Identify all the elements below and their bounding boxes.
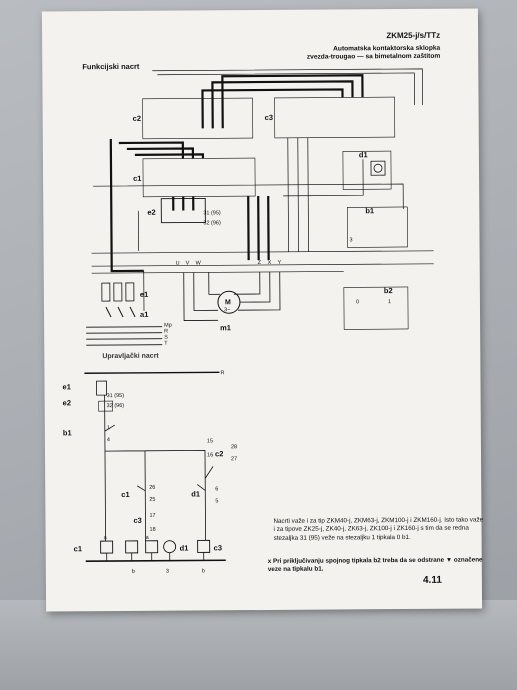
label-T: T <box>164 341 168 347</box>
label-ctrl-d1: d1 <box>191 489 200 498</box>
pushbutton-b1-box <box>346 206 408 248</box>
label-d1: d1 <box>359 150 368 159</box>
label-b2-1: 1 <box>388 299 391 305</box>
label-ctrl-e2: e2 <box>63 398 71 407</box>
fuse-e1-3 <box>125 282 135 302</box>
label-Mp: Mp <box>164 323 172 329</box>
label-term-25: 25 <box>149 497 155 503</box>
page-number: 4.11 <box>422 574 442 586</box>
label-32-96: 32 (96) <box>203 220 221 226</box>
label-term-1: 1 <box>107 425 110 431</box>
label-c1: c1 <box>133 174 141 183</box>
label-m1: m1 <box>220 323 231 332</box>
label-R: R <box>164 329 168 335</box>
label-b1: b1 <box>365 206 374 215</box>
label-term-18: 18 <box>150 527 156 533</box>
label-c2: c2 <box>133 114 141 123</box>
relay-e2-box <box>160 197 206 224</box>
label-term-5: 5 <box>215 498 218 504</box>
label-coil-c1: c1 <box>74 544 82 553</box>
label-X: X <box>268 260 272 266</box>
label-b2: b2 <box>384 286 393 295</box>
label-term-26: 26 <box>149 485 155 491</box>
label-ctrl-c3: c3 <box>133 516 141 525</box>
timer-d1-box <box>342 150 392 190</box>
power-wires <box>109 74 364 273</box>
label-bus-R: R <box>220 370 224 376</box>
label-term-3: 3 <box>166 569 169 575</box>
control-neutral-bus <box>85 559 226 563</box>
label-ctrl-b1: b1 <box>63 428 72 437</box>
label-W: W <box>196 260 202 266</box>
label-term-b: b <box>132 569 135 575</box>
fuse-e1-1 <box>101 282 111 302</box>
label-term-27: 27 <box>231 456 237 462</box>
table-surface <box>0 600 517 690</box>
fuse-e1-2 <box>113 282 123 302</box>
label-ctrl-c2: c2 <box>215 449 223 458</box>
label-e1: e1 <box>140 290 148 299</box>
label-term-28: 28 <box>231 444 237 450</box>
note-b2-connection: x Pri priključivanju spojnog tipkala b2 … <box>267 556 483 574</box>
label-term-4: 4 <box>107 437 110 443</box>
label-S: S <box>164 335 168 341</box>
label-U: U <box>176 261 180 267</box>
label-coil-c3: c3 <box>214 543 222 552</box>
label-e2: e2 <box>147 208 155 217</box>
label-V: V <box>186 261 190 267</box>
note-types: Nacrti važe i za tip ZKM40-j, ZKM63-j, Z… <box>273 516 484 542</box>
control-fuse-e1 <box>96 380 107 396</box>
label-term-16: 16 <box>207 452 213 458</box>
label-a1: a1 <box>140 310 148 319</box>
label-ctrl-32-96: 32 (96) <box>107 403 125 409</box>
label-ctrl-31-95: 31 (95) <box>107 393 125 399</box>
schematic-diagram: c2 c3 c1 e2 d1 b1 b2 e1 a1 m1 M 3~ e1 e2… <box>63 68 434 575</box>
pushbutton-b2-box <box>343 286 409 330</box>
supply-lines <box>86 326 163 346</box>
label-ctrl-c1: c1 <box>121 490 129 499</box>
label-term-b-2: b <box>202 568 205 574</box>
label-b1-3: 3 <box>349 237 352 243</box>
label-Y: Y <box>278 260 282 266</box>
label-term-a-2: a <box>146 535 150 541</box>
label-31-95: 31 (95) <box>203 210 221 216</box>
label-term-17: 17 <box>149 513 155 519</box>
label-c3: c3 <box>265 113 273 122</box>
label-motor-M: M <box>225 299 231 306</box>
label-Z: Z <box>258 260 262 266</box>
label-ctrl-e1: e1 <box>63 382 71 391</box>
control-wires <box>91 68 434 311</box>
contactor-c1-frame <box>142 157 256 198</box>
label-term-6: 6 <box>215 486 218 492</box>
paper-sheet: ZKM25-j/s/TTz Automatska kontaktorska sk… <box>41 8 484 612</box>
label-coil-d1: d1 <box>180 544 189 553</box>
contactor-c3-frame <box>274 96 396 139</box>
label-3-phase: 3~ <box>224 307 230 313</box>
contactor-c2-frame <box>142 97 254 140</box>
label-term-15: 15 <box>207 438 213 444</box>
label-term-a: a <box>104 535 108 541</box>
label-b2-0: 0 <box>356 299 359 305</box>
